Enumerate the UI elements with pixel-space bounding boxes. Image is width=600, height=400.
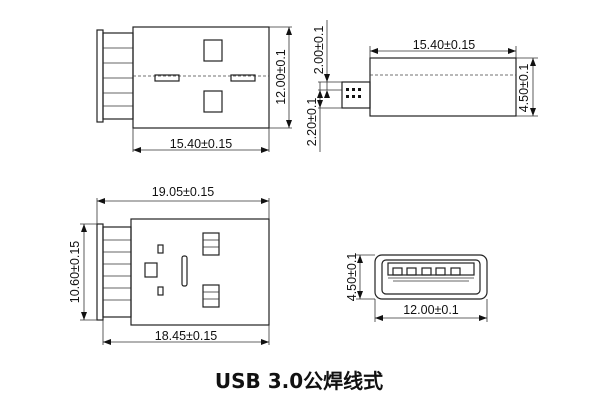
top-view: 15.40±0.15 12.00±0.1: [96, 26, 292, 153]
side-view-pin-height-dim: 2.20±0.1: [305, 98, 319, 147]
side-view-length-dim: 15.40±0.15: [413, 38, 476, 52]
bottom-view: 19.05±0.15 18.45±0.15 10.60±0.15: [68, 185, 270, 345]
side-view: 15.40±0.15 4.50±0.1 2.00±0.1 2.20±0.1: [305, 20, 538, 152]
top-view-height-dim: 12.00±0.1: [274, 49, 288, 105]
side-view-pin-offset-dim: 2.00±0.1: [312, 26, 326, 75]
front-view-height-dim: 4.50±0.1: [345, 253, 359, 302]
bottom-view-body-length-dim: 18.45±0.15: [155, 329, 218, 343]
front-view: 12.00±0.1 4.50±0.1: [345, 253, 488, 322]
top-view-width-dim: 15.40±0.15: [170, 137, 233, 151]
side-view-height-dim: 4.50±0.1: [517, 64, 531, 113]
front-view-width-dim: 12.00±0.1: [403, 303, 459, 317]
drawing-caption: USB 3.0公焊线式: [215, 369, 383, 393]
bottom-view-overall-length-dim: 19.05±0.15: [152, 185, 215, 199]
bottom-view-flange-height-dim: 10.60±0.15: [68, 241, 82, 304]
